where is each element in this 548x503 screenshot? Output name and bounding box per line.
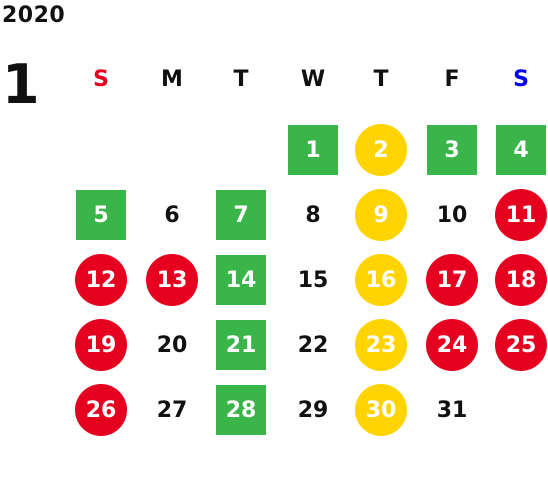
day-cell[interactable]: 27 xyxy=(156,397,188,423)
day-cell[interactable]: 5 xyxy=(76,190,126,240)
day-cell[interactable]: 29 xyxy=(297,397,329,423)
calendar-year: 2020 xyxy=(2,3,66,28)
day-cell[interactable]: 18 xyxy=(495,254,547,306)
weekday-thursday: T xyxy=(373,67,389,92)
day-cell[interactable]: 19 xyxy=(75,319,127,371)
day-cell[interactable]: 8 xyxy=(305,202,321,228)
day-cell[interactable]: 23 xyxy=(355,319,407,371)
day-cell[interactable]: 15 xyxy=(297,267,329,293)
day-cell[interactable]: 28 xyxy=(216,385,266,435)
day-cell[interactable]: 20 xyxy=(156,332,188,358)
calendar-month: 1 xyxy=(2,53,40,116)
day-cell[interactable]: 3 xyxy=(427,125,477,175)
weekday-sunday: S xyxy=(93,67,109,92)
day-cell[interactable]: 6 xyxy=(164,202,180,228)
day-cell[interactable]: 13 xyxy=(146,254,198,306)
weekday-tuesday: T xyxy=(233,67,249,92)
day-cell[interactable]: 10 xyxy=(436,202,468,228)
day-cell[interactable]: 25 xyxy=(495,319,547,371)
day-cell[interactable]: 31 xyxy=(436,397,468,423)
day-cell[interactable]: 21 xyxy=(216,320,266,370)
day-cell[interactable]: 26 xyxy=(75,384,127,436)
day-cell[interactable]: 2 xyxy=(355,124,407,176)
weekday-saturday: S xyxy=(513,67,529,92)
weekday-friday: F xyxy=(444,67,460,92)
day-cell[interactable]: 16 xyxy=(355,254,407,306)
day-cell[interactable]: 9 xyxy=(355,189,407,241)
day-cell[interactable]: 4 xyxy=(496,125,546,175)
day-cell[interactable]: 17 xyxy=(426,254,478,306)
day-cell[interactable]: 7 xyxy=(216,190,266,240)
day-cell[interactable]: 11 xyxy=(495,189,547,241)
day-cell[interactable]: 12 xyxy=(75,254,127,306)
day-cell[interactable]: 30 xyxy=(355,384,407,436)
day-cell[interactable]: 24 xyxy=(426,319,478,371)
day-cell[interactable]: 14 xyxy=(216,255,266,305)
day-cell[interactable]: 1 xyxy=(288,125,338,175)
weekday-monday: M xyxy=(161,67,183,92)
day-cell[interactable]: 22 xyxy=(297,332,329,358)
weekday-wednesday: W xyxy=(300,67,326,92)
